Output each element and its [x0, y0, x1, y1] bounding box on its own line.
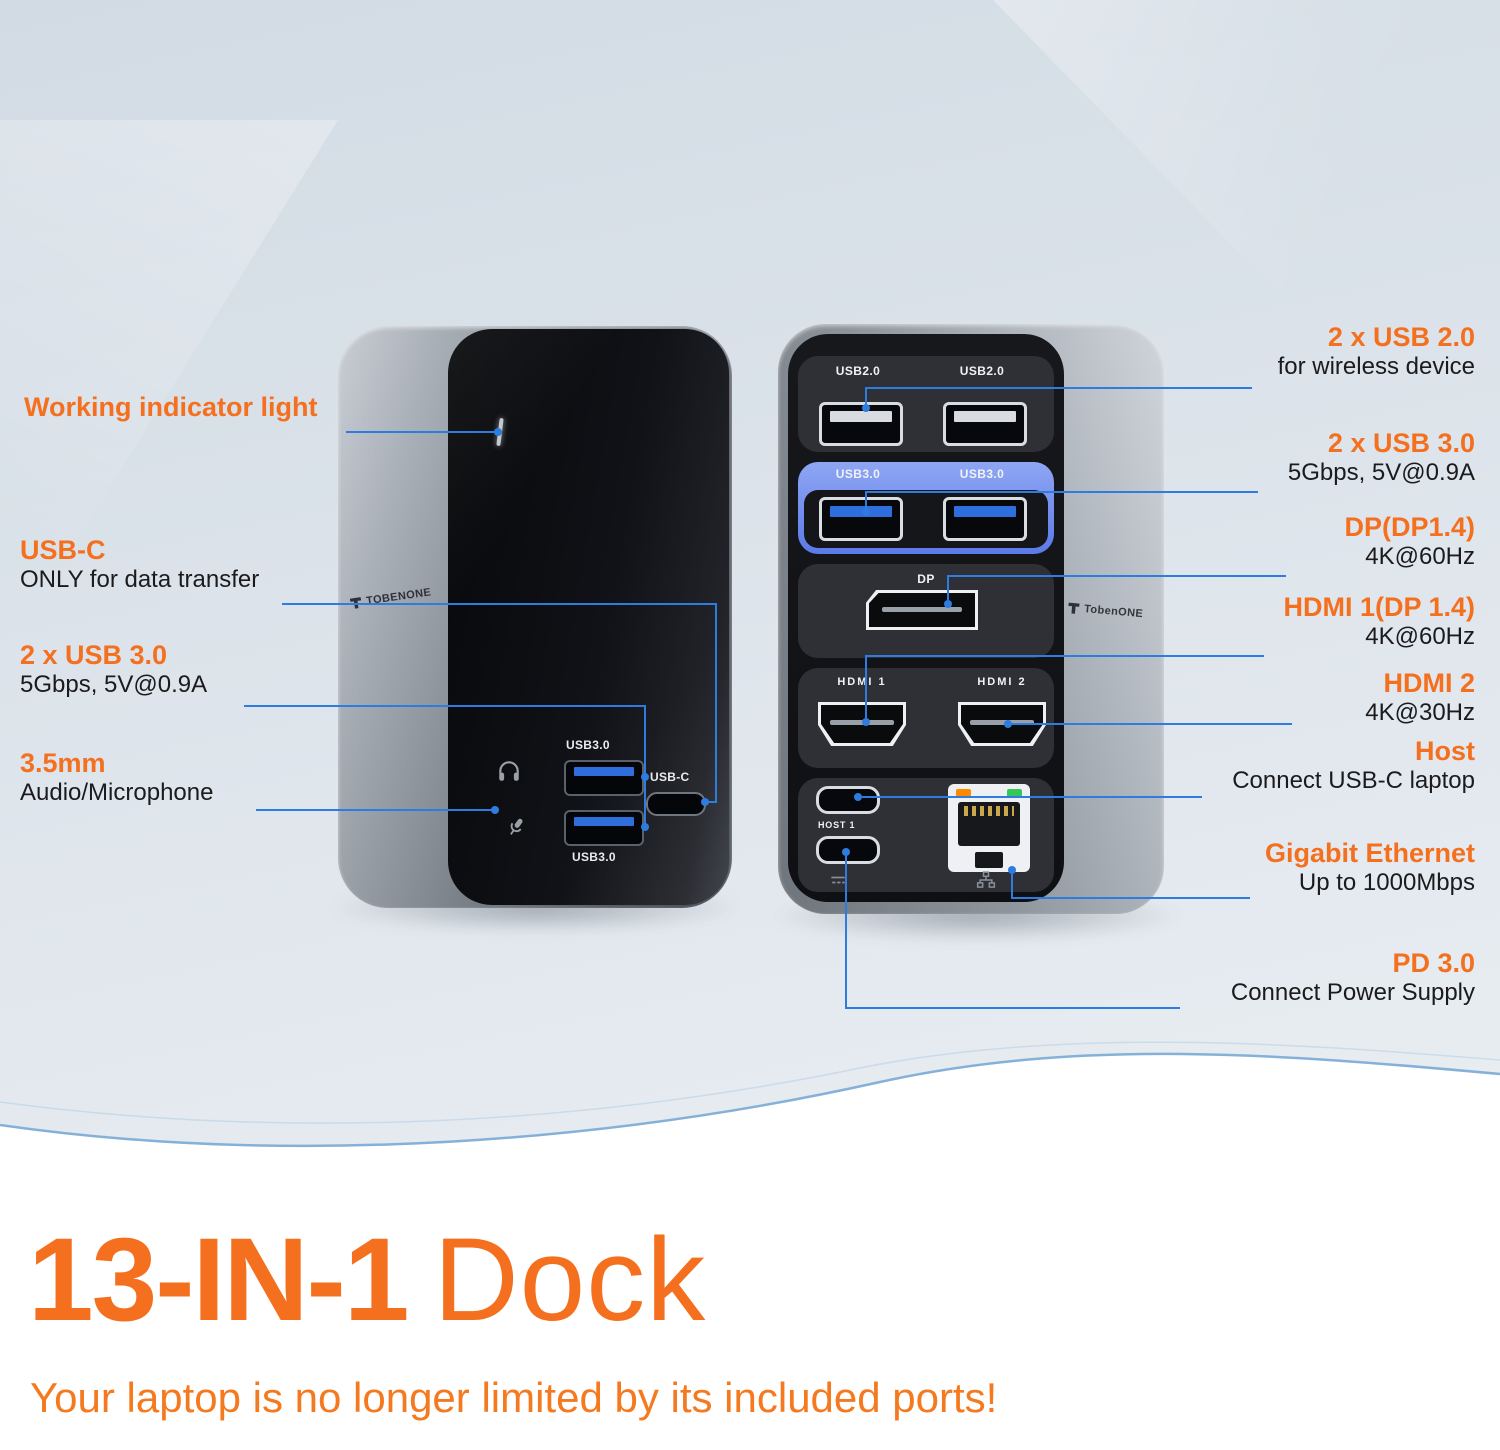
usb-tongue [830, 411, 892, 422]
wave-divider [0, 1041, 1500, 1230]
headline-light: Dock [433, 1214, 707, 1346]
rj45-notch [975, 852, 1003, 868]
usb3-port-front-2 [564, 810, 644, 846]
callout-subtitle: Connect USB-C laptop [1232, 767, 1475, 794]
usb3-label-right: USB3.0 [959, 467, 1005, 481]
usbc-port-label: USB-C [650, 770, 690, 784]
ethernet-led-green [1007, 789, 1022, 797]
host1-label: HOST 1 [818, 820, 856, 830]
microphone-icon [510, 818, 523, 835]
usbc-data-port [646, 792, 706, 816]
usb-tongue [830, 506, 892, 517]
usb2-port-2 [943, 402, 1027, 446]
callout-ethernet: Gigabit Ethernet Up to 1000Mbps [1265, 838, 1475, 897]
callout-title: Working indicator light [24, 392, 318, 422]
ethernet-port [948, 784, 1030, 872]
usb3-inner-panel [804, 490, 1048, 548]
brand-logo-icon [1068, 602, 1080, 614]
dock-back-panel: USB2.0 USB2.0 USB3.0 USB3.0 [788, 334, 1064, 902]
brand-logo-icon [350, 597, 362, 609]
ethernet-icon [976, 871, 996, 888]
hdmi-section: HDMI 1 HDMI 2 [798, 668, 1054, 768]
callout-title: Host [1415, 736, 1475, 766]
dock-back-view: TobenONE USB2.0 USB2.0 USB3.0 USB3.0 [778, 324, 1164, 914]
usb3-label-left: USB3.0 [835, 467, 881, 481]
port-opening [958, 802, 1020, 846]
callout-subtitle: ONLY for data transfer [20, 566, 260, 593]
callout-title: USB-C [20, 535, 106, 565]
displayport-port [866, 590, 978, 630]
callout-title: Gigabit Ethernet [1264, 838, 1475, 868]
usb2-section: USB2.0 USB2.0 [798, 356, 1054, 452]
callout-subtitle: for wireless device [1277, 353, 1475, 380]
callout-title: DP(DP1.4) [1344, 512, 1475, 542]
callout-working-indicator: Working indicator light [24, 392, 318, 422]
callout-host: Host Connect USB-C laptop [1232, 736, 1475, 795]
dock-front-face: USB3.0 USB3.0 USB-C [448, 329, 729, 905]
usb-tongue [574, 817, 634, 826]
usb-tongue [954, 506, 1016, 517]
dock-front-view: TOBENONE USB3.0 [338, 326, 732, 908]
dp-label: DP [917, 572, 935, 586]
callout-title: PD 3.0 [1392, 948, 1475, 978]
pin-strip [830, 720, 894, 726]
hdmi1-label: HDMI 1 [837, 676, 887, 688]
callout-subtitle: 5Gbps, 5V@0.9A [20, 671, 208, 698]
usb-tongue [954, 411, 1016, 422]
callout-subtitle: 4K@60Hz [1365, 543, 1475, 570]
callout-hdmi2: HDMI 2 4K@30Hz [1365, 668, 1475, 727]
callout-title: 2 x USB 3.0 [20, 640, 168, 670]
host1-usbc-port [816, 836, 880, 864]
callout-pd: PD 3.0 Connect Power Supply [1231, 948, 1475, 1007]
hdmi1-port [818, 702, 906, 746]
usb2-label-right: USB2.0 [959, 364, 1005, 378]
usb2-label-left: USB2.0 [835, 364, 881, 378]
callout-hdmi1: HDMI 1(DP 1.4) 4K@60Hz [1283, 592, 1475, 651]
usb-tongue [574, 767, 634, 776]
callout-title: 2 x USB 3.0 [1327, 428, 1475, 458]
ethernet-led-orange [956, 789, 971, 797]
callout-subtitle: 4K@30Hz [1365, 699, 1475, 726]
callout-back-usb3: 2 x USB 3.0 5Gbps, 5V@0.9A [1288, 428, 1475, 487]
host-usbc-port [816, 786, 880, 814]
pin-strip [970, 720, 1034, 726]
headphones-icon [499, 761, 519, 781]
host-ethernet-section: HOST 1 [798, 778, 1054, 892]
callout-subtitle: Connect Power Supply [1230, 979, 1475, 1006]
hdmi2-port [958, 702, 1046, 746]
callout-title: HDMI 1(DP 1.4) [1283, 592, 1475, 622]
callout-title: 2 x USB 2.0 [1327, 322, 1475, 352]
gold-pins [964, 806, 1014, 816]
callout-usbc-data: USB-C ONLY for data transfer [20, 535, 259, 594]
dp-section: DP [798, 564, 1054, 658]
callout-title: 3.5mm [20, 748, 106, 778]
usb3-port-label-top: USB3.0 [566, 738, 610, 752]
callout-subtitle: Audio/Microphone [20, 779, 214, 806]
callout-title: HDMI 2 [1383, 668, 1475, 698]
usb3-port-back-2 [943, 497, 1027, 541]
callout-usb2: 2 x USB 2.0 for wireless device [1278, 322, 1475, 381]
usb3-port-label-bottom: USB3.0 [572, 850, 616, 864]
callout-dp: DP(DP1.4) 4K@60Hz [1344, 512, 1475, 571]
usb3-port-front-1 [564, 760, 644, 796]
dc-power-icon [831, 876, 845, 884]
usb2-port-1 [819, 402, 903, 446]
callout-subtitle: 5Gbps, 5V@0.9A [1287, 459, 1475, 486]
callout-subtitle: 4K@60Hz [1365, 623, 1475, 650]
callout-audio-jack: 3.5mm Audio/Microphone [20, 748, 213, 807]
usb3-port-back-1 [819, 497, 903, 541]
headline-strong: 13-IN-1 [28, 1214, 409, 1346]
hdmi2-label: HDMI 2 [977, 676, 1027, 688]
pin-strip [881, 606, 963, 612]
tagline: Your laptop is no longer limited by its … [30, 1374, 998, 1421]
callout-front-usb3: 2 x USB 3.0 5Gbps, 5V@0.9A [20, 640, 207, 699]
callout-subtitle: Up to 1000Mbps [1298, 869, 1475, 896]
usb3-section: USB3.0 USB3.0 [798, 462, 1054, 554]
